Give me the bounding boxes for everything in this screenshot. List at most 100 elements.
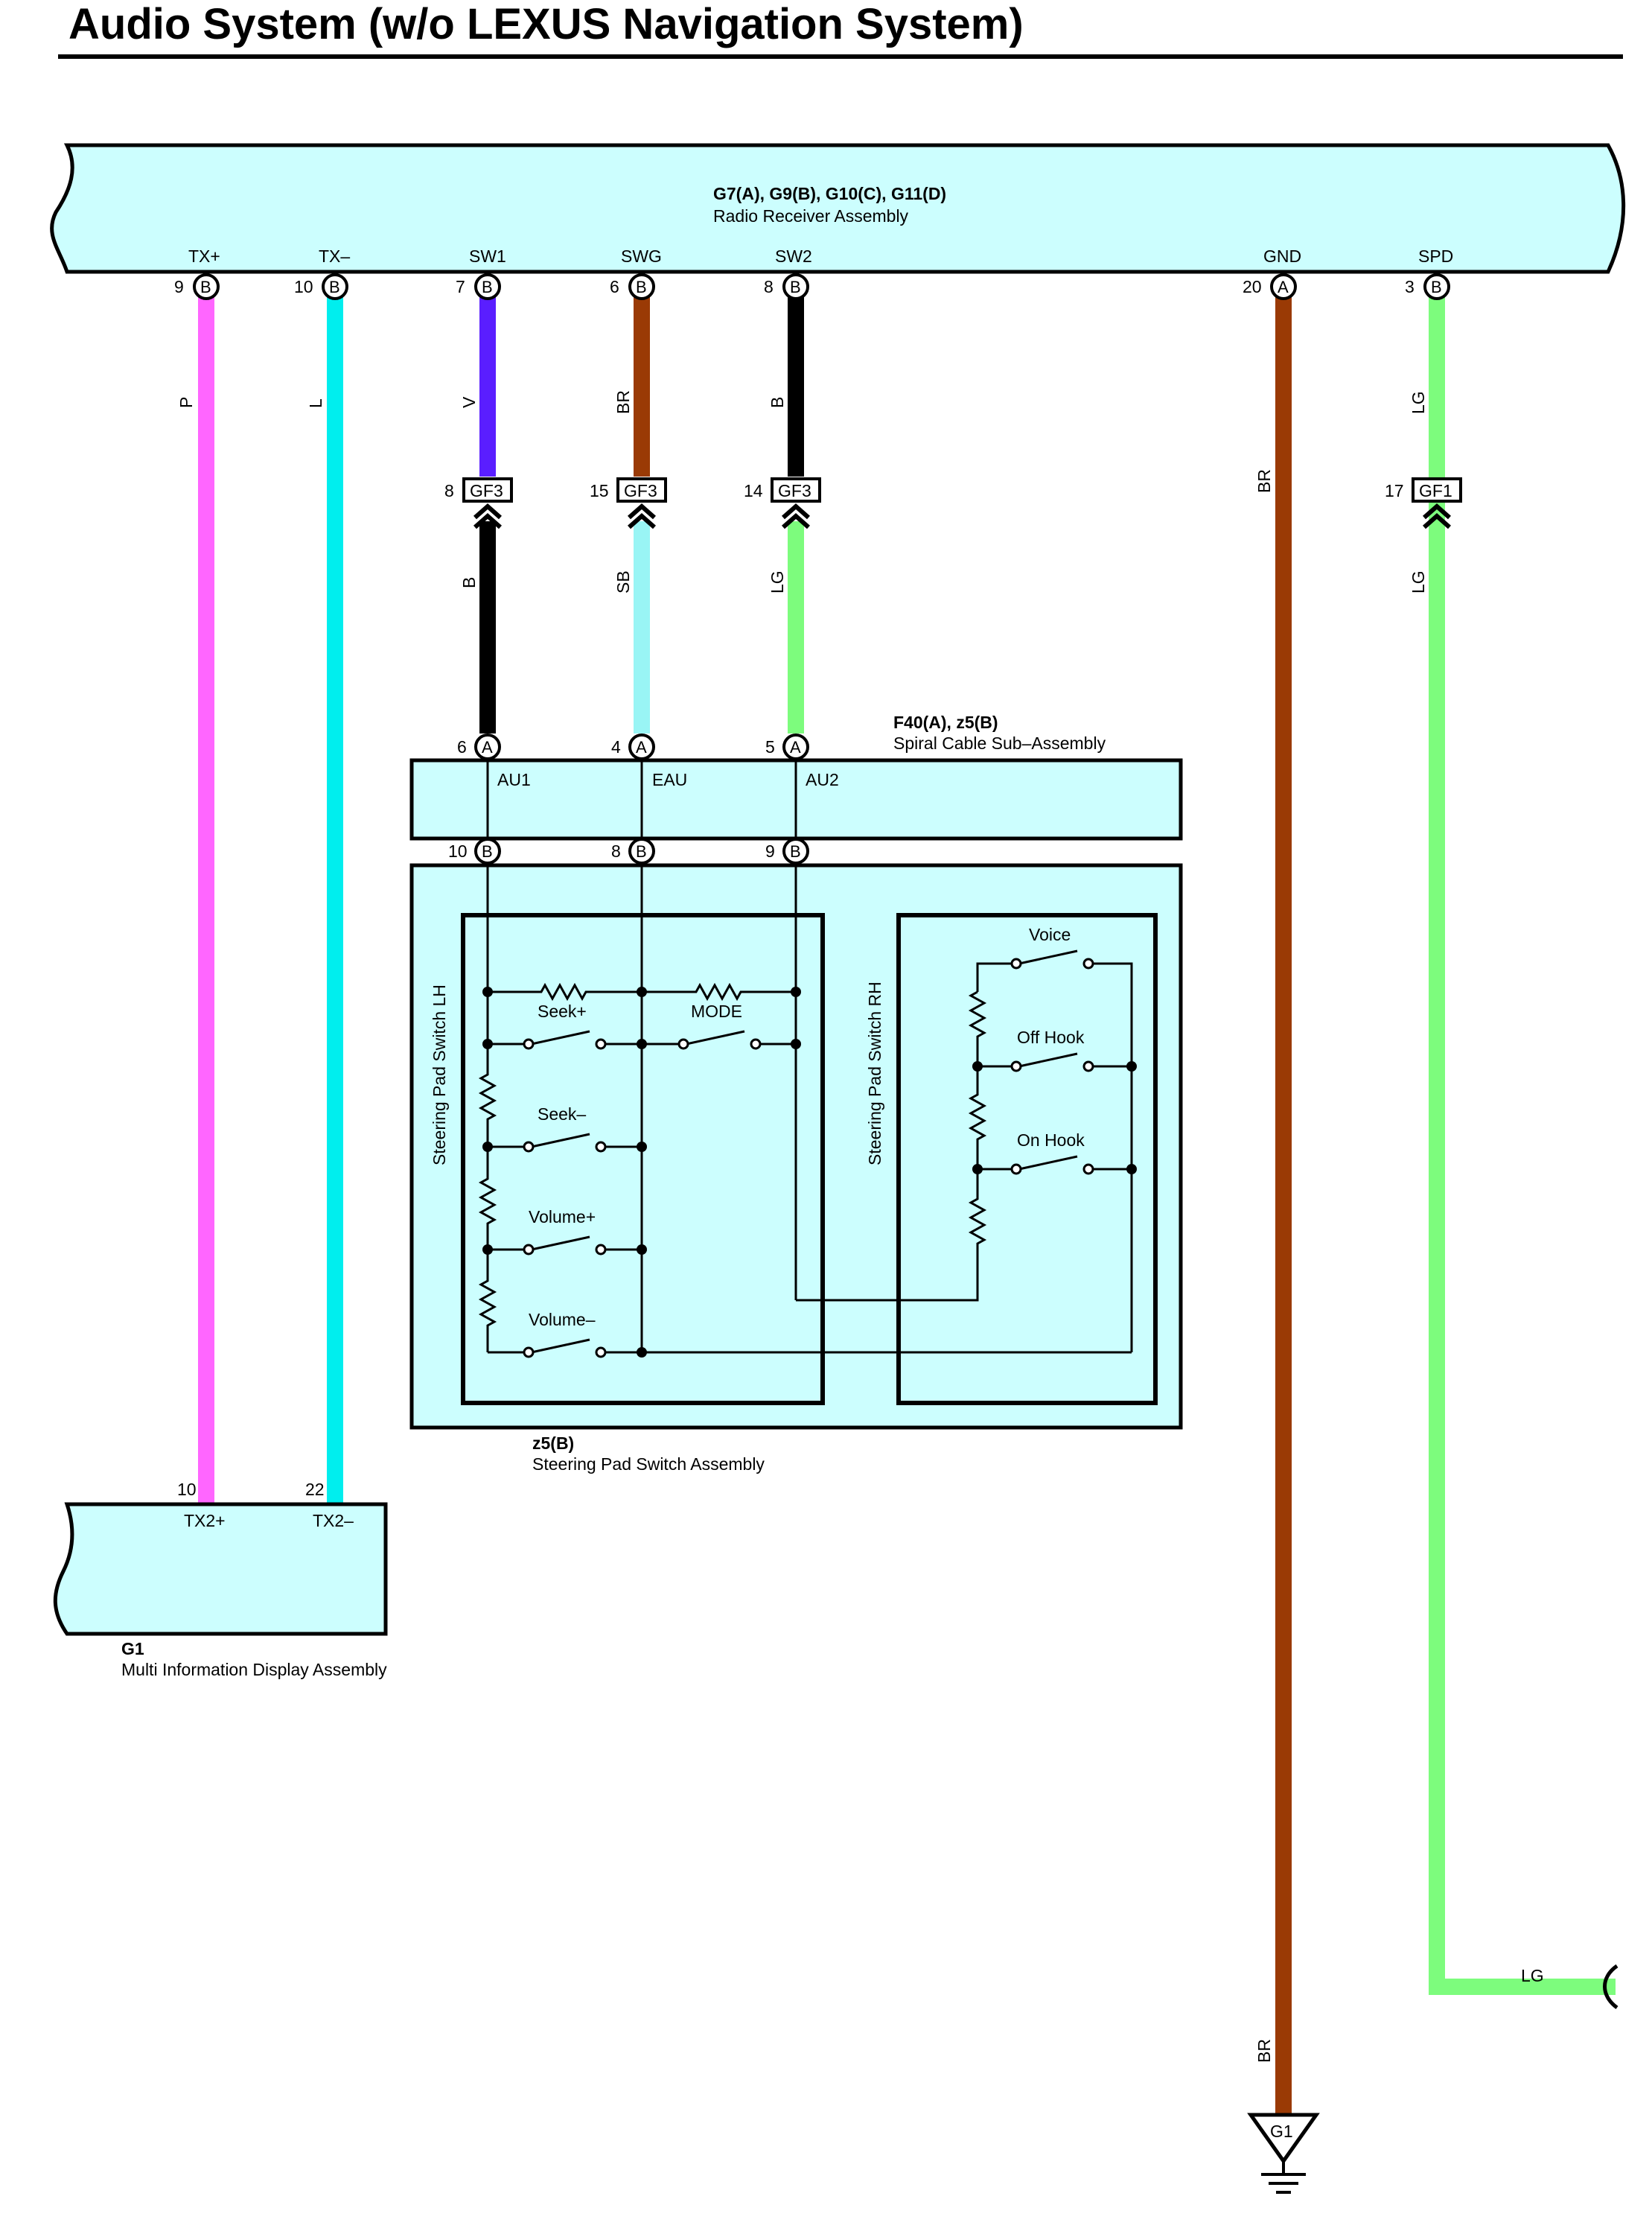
steering-pad-assembly: Steering Pad Switch LH Steering Pad Swit…	[409, 838, 1183, 1474]
ground-label: G1	[1270, 2122, 1293, 2141]
junction-name: GF1	[1419, 481, 1452, 500]
switch-label-voice: Voice	[1029, 925, 1071, 944]
pin-swg: B 6	[610, 273, 655, 300]
pin-conn: B	[790, 842, 801, 861]
ground-symbol: G1	[1247, 2113, 1320, 2194]
switch-rh-box	[896, 913, 1158, 1405]
lh-junction-dots	[482, 987, 801, 1358]
wire-label-lg-out: LG	[1521, 1966, 1544, 1985]
radio-receiver-assembly: G7(A), G9(B), G10(C), G11(D) Radio Recei…	[50, 143, 1626, 274]
wire-label-p: P	[176, 397, 196, 408]
terminal-label-sw2: SW2	[775, 246, 812, 266]
wire-label-lg-lower: LG	[1409, 570, 1428, 593]
pad-pin-eau: B 8	[611, 838, 655, 865]
terminal-label-sw1: SW1	[469, 246, 506, 266]
pin-sw1: B 7	[456, 273, 501, 300]
pin-number-txp: 9	[174, 277, 184, 296]
wire-label-l: L	[306, 398, 325, 408]
junction-gf1-spd: GF1 17	[1385, 477, 1462, 529]
pin-conn: A	[790, 738, 801, 757]
pin-number-gnd: 20	[1243, 277, 1262, 296]
junction-name: GF3	[470, 481, 503, 500]
pin-conn-spd: B	[1431, 278, 1442, 296]
wire-label-lg-au2: LG	[768, 570, 787, 593]
pin-number: 10	[448, 841, 468, 861]
pin-number: 9	[765, 841, 775, 861]
lh-switch-contacts	[523, 1038, 762, 1358]
pin-number-txm: 10	[294, 277, 313, 296]
pin-txm: B 10	[294, 273, 348, 300]
wire-break-mark	[1603, 1964, 1618, 2010]
wire-label-br-gnd: BR	[1254, 469, 1274, 493]
pin-sw2: B 8	[764, 273, 809, 300]
spiral-pin-eau: A 4	[611, 733, 655, 760]
pin-conn-txm: B	[329, 278, 340, 296]
junction-gf3-sw2: GF3 14	[744, 477, 821, 529]
rh-circuit	[968, 949, 1133, 1352]
ground-icon	[1247, 2113, 1320, 2165]
radio-receiver-codes: G7(A), G9(B), G10(C), G11(D)	[713, 184, 946, 203]
wire-label-sb: SB	[613, 570, 633, 593]
wire-label-b-au1: B	[459, 577, 479, 588]
spiral-label-eau: EAU	[652, 770, 687, 789]
pin-number: 8	[611, 841, 621, 861]
mid-label-txm: TX2–	[313, 1511, 354, 1530]
switch-label-volume-minus: Volume–	[529, 1310, 596, 1329]
pin-number: 5	[765, 737, 775, 757]
steering-pad-code: z5(B)	[532, 1433, 574, 1453]
pin-conn-swg: B	[636, 278, 647, 296]
pin-number-sw2: 8	[764, 277, 774, 296]
pin-conn-gnd: A	[1278, 278, 1289, 296]
terminal-label-gnd: GND	[1263, 246, 1301, 266]
pin-txp: B 9	[174, 273, 220, 300]
pin-conn: A	[482, 738, 493, 757]
spiral-cable-assembly: F40(A), z5(B) Spiral Cable Sub–Assembly …	[409, 713, 1183, 851]
wire-label-b-sw2: B	[768, 397, 787, 408]
spiral-label-au2: AU2	[806, 770, 839, 789]
terminal-label-txp: TX+	[188, 246, 220, 266]
pin-conn: B	[636, 842, 647, 861]
junction-chevron-icon	[628, 503, 656, 529]
steering-pad-name: Steering Pad Switch Assembly	[532, 1454, 765, 1474]
pin-number-sw1: 7	[456, 277, 465, 296]
pin-conn: A	[636, 738, 647, 757]
switch-label-seek-plus: Seek+	[538, 1002, 587, 1021]
junction-chevron-icon	[1423, 503, 1451, 529]
junction-pin: 15	[590, 481, 609, 500]
pin-conn-sw2: B	[790, 278, 801, 296]
pin-conn-txp: B	[200, 278, 211, 296]
junction-name: GF3	[624, 481, 657, 500]
spiral-cable-codes: F40(A), z5(B)	[893, 713, 998, 732]
rh-junction-dots	[972, 1061, 1137, 1174]
spiral-cable-name: Spiral Cable Sub–Assembly	[893, 733, 1106, 753]
junction-pin: 17	[1385, 481, 1404, 500]
pin-number: 6	[457, 737, 467, 757]
junction-name: GF3	[778, 481, 811, 500]
junction-chevron-icon	[782, 503, 810, 529]
switch-label-on-hook: On Hook	[1017, 1130, 1085, 1150]
switch-label-seek-minus: Seek–	[538, 1104, 586, 1124]
switch-rh-label: Steering Pad Switch RH	[865, 981, 884, 1165]
pin-spd: B 3	[1405, 273, 1450, 300]
mid-label-txp: TX2+	[184, 1511, 226, 1530]
mid-code: G1	[121, 1639, 144, 1658]
wire-label-lg-spd: LG	[1409, 391, 1428, 414]
pad-pin-au2: B 9	[765, 838, 809, 865]
junction-chevron-icon	[473, 503, 502, 529]
lh-circuit	[478, 863, 1132, 1354]
radio-receiver-name: Radio Receiver Assembly	[713, 206, 909, 226]
spiral-pin-au2: A 5	[765, 733, 809, 760]
junction-gf3-sw1: GF3 8	[444, 477, 513, 529]
mid-pin-txm: 22	[305, 1480, 325, 1499]
switch-label-mode: MODE	[691, 1002, 742, 1021]
rh-switch-contacts	[1010, 958, 1094, 1175]
terminal-label-txm: TX–	[319, 246, 350, 266]
spiral-pin-au1: A 6	[457, 733, 501, 760]
switch-label-off-hook: Off Hook	[1017, 1028, 1085, 1047]
mid-pin-txp: 10	[177, 1480, 197, 1499]
pin-conn-sw1: B	[482, 278, 493, 296]
junction-gf3-swg: GF3 15	[590, 477, 667, 529]
pin-conn: B	[482, 842, 493, 861]
spiral-label-au1: AU1	[497, 770, 531, 789]
